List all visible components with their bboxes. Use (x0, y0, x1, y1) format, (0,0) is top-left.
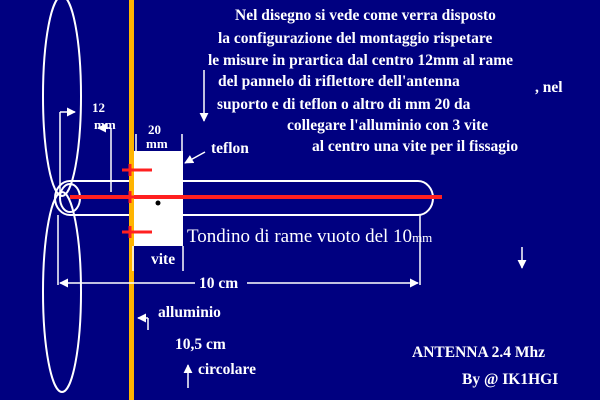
rod-label: Tondino di rame vuoto del 10mm (187, 227, 432, 246)
rod-label-text: Tondino di rame vuoto del 10 (187, 226, 413, 247)
description-line-2: la configurazione del montaggio rispetar… (218, 30, 493, 47)
dim-20-unit: mm (146, 136, 168, 151)
loop-upper (42, 0, 82, 197)
vite-label: vite (151, 251, 176, 268)
dim-12-value: 12 (92, 100, 105, 115)
dim-10cm-lines (57, 215, 421, 288)
alluminio-label: alluminio (158, 304, 221, 321)
teflon-pointer (184, 151, 206, 164)
description-line-5: suporto e di teflon o altro di mm 20 da (217, 96, 471, 113)
dim-12-unit: mm (94, 117, 116, 132)
description-line-4: del pannelo di riflettore dell'antenna (218, 73, 460, 90)
description-nel: , nel (535, 79, 563, 96)
center-screw (155, 200, 161, 206)
vite-bracket (132, 246, 184, 271)
dim-20-value: 20 (148, 122, 161, 137)
teflon-label: teflon (211, 140, 249, 157)
credits-author: By @ IK1HGI (462, 371, 559, 388)
description-line-6: collegare l'alluminio con 3 vite (287, 117, 489, 134)
credits-title: ANTENNA 2.4 Mhz (412, 344, 546, 361)
dim-105cm-label: 10,5 cm (175, 336, 226, 353)
screws (122, 164, 152, 238)
dim-20mm-lines (135, 134, 183, 152)
tube-outline (54, 180, 434, 216)
rod-label-unit: mm (412, 230, 433, 245)
description-line-7: al centro una vite per il fissagio (312, 138, 519, 155)
description-line-1: Nel disegno si vede come verra disposto (235, 7, 496, 24)
circolare-label: circolare (198, 361, 256, 378)
dim-10cm-label: 10 cm (199, 275, 239, 292)
description-line-3: le misure in prartica dal centro 12mm al… (208, 52, 514, 69)
loop-lower (42, 191, 82, 393)
dim-12mm-lines (59, 107, 112, 192)
